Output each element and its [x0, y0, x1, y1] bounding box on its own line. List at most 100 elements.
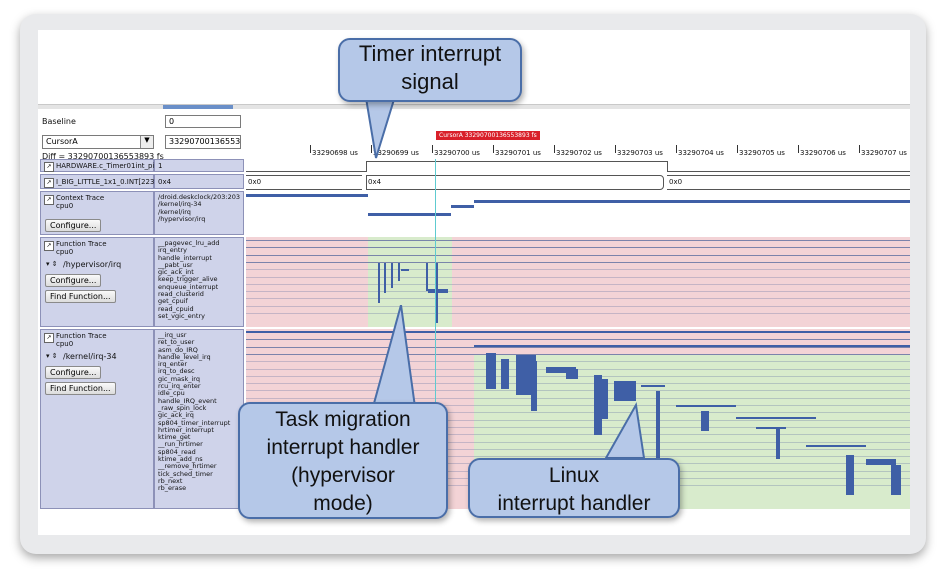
expand-icon[interactable]: ↗ — [44, 178, 54, 188]
call-bar[interactable] — [594, 375, 602, 435]
function-list-item[interactable]: asm_do_IRQ — [158, 345, 198, 354]
function-list-item[interactable]: irq_enter — [158, 360, 188, 369]
call-bar[interactable] — [384, 263, 386, 293]
function-list-item[interactable]: read_cpuid — [158, 304, 194, 313]
function-row-line — [246, 368, 910, 370]
call-bar[interactable] — [806, 445, 866, 447]
function-list-item[interactable]: sp804_timer_interrupt — [158, 418, 231, 427]
find-function-button[interactable]: Find Function... — [45, 382, 116, 395]
configure-button[interactable]: Configure... — [45, 366, 102, 379]
call-bar[interactable] — [641, 385, 665, 387]
function-list-item[interactable]: gic_mask_irq — [158, 374, 200, 383]
function-list-item[interactable]: ktime_get — [158, 433, 191, 442]
tick-label: 33290701 us — [495, 149, 541, 157]
function-list-item[interactable]: read_clusterid — [158, 290, 204, 299]
function-list-item[interactable]: ktime_add_ns — [158, 455, 203, 464]
function-list-item[interactable]: __remove_hrtimer — [158, 462, 217, 471]
call-bar[interactable] — [566, 369, 578, 379]
expand-icon[interactable]: ↗ — [44, 333, 54, 343]
call-bar[interactable] — [501, 359, 509, 389]
function-list-item[interactable]: sp804_read — [158, 447, 196, 456]
function-list-item[interactable]: set_vgic_entry — [158, 311, 205, 320]
configure-button[interactable]: Configure... — [45, 219, 102, 232]
function-list-item[interactable]: rcu_irq_enter — [158, 382, 201, 391]
call-bar[interactable] — [398, 263, 400, 281]
call-bar[interactable] — [426, 263, 428, 291]
context-bar[interactable] — [451, 205, 474, 208]
call-bar[interactable] — [602, 379, 608, 419]
trace-bg-hypervisor — [246, 237, 910, 327]
hypervisor-highlight — [368, 237, 452, 327]
function-list-item[interactable]: irq_entry — [158, 246, 187, 255]
expand-icon[interactable]: ↗ — [44, 195, 54, 205]
function-list-item[interactable]: handle_IRQ_event — [158, 396, 217, 405]
function-list-item[interactable]: ret_to_user — [158, 338, 195, 347]
function-list-item[interactable]: get_cpuif — [158, 297, 188, 306]
list-item: /hypervisor/irq — [158, 214, 206, 223]
cursor-select[interactable]: CursorA ▼ — [42, 135, 154, 149]
call-bar[interactable] — [866, 459, 896, 465]
call-bar[interactable] — [676, 405, 736, 407]
call-bar[interactable] — [776, 429, 780, 459]
function-list-item[interactable]: handle_level_irq — [158, 352, 211, 361]
call-bar[interactable] — [474, 345, 910, 347]
context-bar[interactable] — [474, 200, 910, 203]
cursor-select-value: CursorA — [46, 137, 78, 146]
function-list-item[interactable]: gic_ack_int — [158, 268, 194, 277]
call-bar[interactable] — [846, 455, 854, 495]
expand-icon[interactable]: ↗ — [44, 162, 54, 172]
context-bar[interactable] — [246, 194, 368, 197]
call-bar[interactable] — [701, 411, 709, 431]
cursor-marker-label[interactable]: CursorA 33290700136553893 fs — [436, 131, 540, 140]
function-list-item[interactable]: __pagevec_lru_add — [158, 239, 220, 247]
call-bar[interactable] — [486, 353, 496, 389]
cursor-line[interactable] — [435, 159, 436, 509]
baseline-label: Baseline — [42, 117, 76, 126]
call-bar[interactable] — [614, 381, 636, 401]
sort-arrows-icon[interactable]: ▾ ⇕ — [46, 352, 58, 360]
function-list-item[interactable]: _raw_spin_lock — [158, 403, 207, 412]
function-list-item[interactable]: handle_interrupt — [158, 253, 212, 262]
function-row-line — [246, 254, 910, 256]
call-bar[interactable] — [736, 417, 816, 419]
call-bar[interactable] — [756, 427, 786, 429]
call-bar[interactable] — [378, 263, 380, 303]
call-bar[interactable] — [391, 263, 393, 288]
call-bar[interactable] — [546, 367, 576, 373]
function-list-item[interactable]: rb_next — [158, 476, 183, 485]
function-list-item[interactable]: gic_ack_irq — [158, 411, 194, 420]
function-list-item[interactable]: rb_erase — [158, 484, 187, 493]
call-bar[interactable] — [656, 391, 660, 471]
function-list-item[interactable]: irq_to_desc — [158, 367, 195, 376]
call-bar[interactable] — [246, 331, 910, 333]
function-list-item[interactable]: keep_trigger_alive — [158, 275, 218, 284]
find-function-button[interactable]: Find Function... — [45, 290, 116, 303]
signal-name-row-1[interactable]: ↗ HARDWARE.c_Timer01int_pin — [40, 159, 159, 172]
function-list-item[interactable]: hrtimer_interrupt — [158, 425, 214, 434]
function-list-item[interactable]: __pabt_usr — [158, 260, 193, 269]
function-row-line — [246, 390, 910, 392]
call-bar[interactable] — [428, 289, 448, 293]
function-list-item[interactable]: __irq_usr — [158, 331, 187, 339]
tab-selected[interactable] — [163, 105, 233, 109]
expand-icon[interactable]: ↗ — [44, 241, 54, 251]
call-bar[interactable] — [531, 361, 537, 411]
baseline-input[interactable]: 0 — [165, 115, 241, 128]
configure-button[interactable]: Configure... — [45, 274, 102, 287]
call-bar[interactable] — [891, 465, 901, 495]
signal-name-row-2[interactable]: ↗ I_BIG_LITTLE_1x1_0.INT[223:0] — [40, 174, 164, 189]
function-list-item[interactable]: __run_hrtimer — [158, 440, 203, 449]
function-list-item[interactable]: idle_cpu — [158, 389, 185, 398]
function-list-item[interactable]: tick_sched_timer — [158, 469, 213, 478]
trace-window: Baseline 0 CursorA ▼ 33290700136553B Dif… — [38, 104, 910, 535]
sort-arrows-icon[interactable]: ▾ ⇕ — [46, 260, 58, 268]
signal-value-row-2: 0x4 — [154, 174, 244, 189]
call-bar[interactable] — [401, 269, 409, 271]
context-bar[interactable] — [368, 213, 451, 216]
function-list-item[interactable]: enqueue_interrupt — [158, 282, 219, 291]
cursor-value-input[interactable]: 33290700136553B — [165, 135, 241, 149]
chevron-down-icon[interactable]: ▼ — [140, 136, 153, 148]
call-bar[interactable] — [436, 263, 438, 323]
tick-mark — [676, 145, 677, 153]
tick-label: 33290706 us — [800, 149, 846, 157]
